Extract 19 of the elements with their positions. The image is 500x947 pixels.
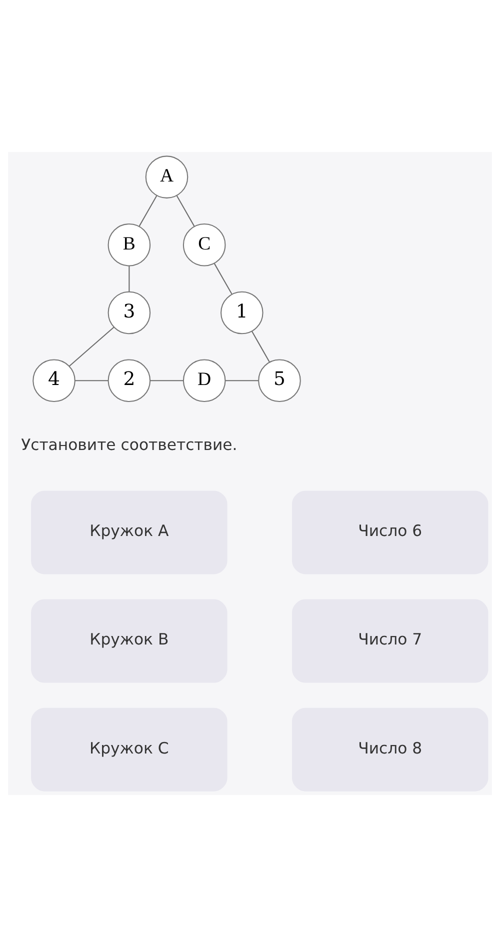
node-circle: B (108, 224, 151, 266)
node-circle: C (182, 224, 226, 266)
connector (150, 380, 184, 382)
connector (176, 195, 195, 226)
connector (75, 380, 108, 382)
node-circle: 4 (32, 359, 76, 402)
node-circle: D (182, 359, 226, 402)
connector (128, 266, 130, 292)
node-circle: A (145, 156, 188, 198)
label: Установите соответствие. (21, 435, 238, 454)
connector (252, 331, 270, 362)
node-circle: 2 (108, 359, 151, 402)
connector (68, 326, 114, 367)
node-circle: 3 (108, 291, 151, 334)
connector (214, 263, 232, 294)
connector (225, 380, 258, 382)
node-circle: 1 (220, 291, 264, 334)
node-circle: 5 (258, 359, 301, 402)
connector (138, 195, 158, 226)
